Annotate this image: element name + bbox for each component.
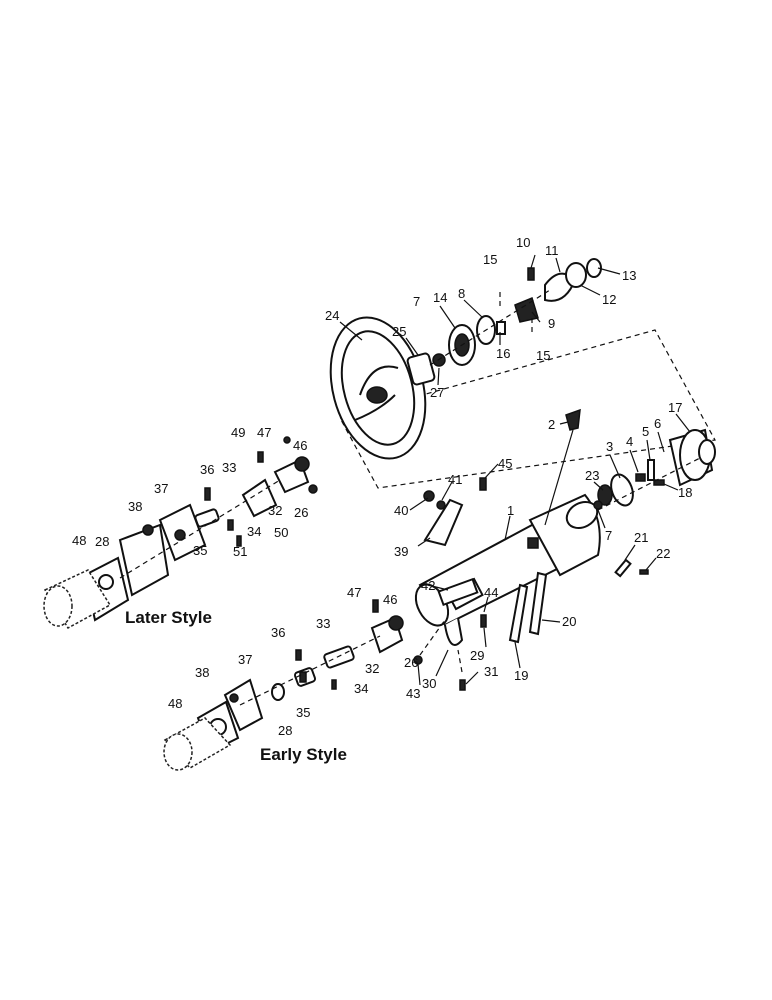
callout-42: 42: [421, 578, 435, 593]
callout-11: 11: [545, 243, 559, 258]
callout-9: 9: [548, 316, 555, 331]
callout-46a: 46: [293, 438, 307, 453]
leader-lines: [339, 254, 691, 686]
callout-7b: 7: [605, 528, 612, 543]
steering-wheel: [329, 316, 427, 460]
callout-50: 50: [274, 525, 288, 540]
callout-39: 39: [394, 544, 408, 559]
callout-36a: 36: [200, 462, 214, 477]
callout-46b: 46: [383, 592, 397, 607]
callout-2: 2: [548, 417, 555, 432]
callout-37b: 37: [238, 652, 252, 667]
callout-33a: 33: [222, 460, 236, 475]
callout-12: 12: [602, 292, 616, 307]
callout-21: 21: [634, 530, 648, 545]
callout-23: 23: [585, 468, 599, 483]
callout-29: 29: [470, 648, 484, 663]
callout-18: 18: [678, 485, 692, 500]
callout-26b: 26: [404, 655, 418, 670]
callout-51: 51: [233, 544, 247, 559]
early-style-caption: Early Style: [260, 745, 347, 764]
callout-10: 10: [516, 235, 530, 250]
callout-25: 25: [392, 324, 406, 339]
callout-45: 45: [498, 456, 512, 471]
callout-16: 16: [496, 346, 510, 361]
hub-assembly: [406, 258, 602, 386]
callout-1: 1: [507, 503, 514, 518]
callout-8: 8: [458, 286, 465, 301]
callout-43: 43: [406, 686, 420, 701]
callout-19: 19: [514, 668, 528, 683]
callout-3: 3: [606, 439, 613, 454]
callout-38b: 38: [195, 665, 209, 680]
callout-47a: 47: [257, 425, 271, 440]
callout-13: 13: [622, 268, 636, 283]
callout-32b: 32: [365, 661, 379, 676]
callout-47b: 47: [347, 585, 361, 600]
callout-37a: 37: [154, 481, 168, 496]
later-style-caption: Later Style: [125, 608, 212, 627]
callout-17: 17: [668, 400, 682, 415]
callout-34b: 34: [354, 681, 368, 696]
later-style-shaft: [43, 436, 318, 630]
callout-34a: 34: [247, 524, 261, 539]
upper-column-parts: [544, 408, 716, 526]
column-clamp: [413, 577, 487, 691]
callout-28b: 28: [278, 723, 292, 738]
callout-44: 44: [484, 585, 498, 600]
wheel-group-outline: [339, 329, 716, 489]
callout-27: 27: [430, 385, 444, 400]
callout-20: 20: [562, 614, 576, 629]
callout-28a: 28: [95, 534, 109, 549]
callout-41: 41: [448, 472, 462, 487]
callout-26a: 26: [294, 505, 308, 520]
callout-40: 40: [394, 503, 408, 518]
callout-35a: 35: [193, 543, 207, 558]
callout-15a: 15: [483, 252, 497, 267]
callout-33b: 33: [316, 616, 330, 631]
column-bracket: [423, 477, 487, 547]
callout-31: 31: [484, 664, 498, 679]
callout-36b: 36: [271, 625, 285, 640]
callout-numbers: 1 2 3 4 5 6 7 7 8 9 10 11 12 13 14 15 15…: [72, 235, 692, 738]
callout-49: 49: [231, 425, 245, 440]
early-style-shaft: [163, 599, 404, 771]
callout-14: 14: [433, 290, 447, 305]
callout-15b: 15: [536, 348, 550, 363]
callout-48a: 48: [72, 533, 86, 548]
callout-7a: 7: [413, 294, 420, 309]
steering-column-tube: [414, 493, 601, 627]
callout-6: 6: [654, 416, 661, 431]
callout-4: 4: [626, 434, 633, 449]
callout-22: 22: [656, 546, 670, 561]
callout-48b: 48: [168, 696, 182, 711]
callout-38a: 38: [128, 499, 142, 514]
callout-5: 5: [642, 424, 649, 439]
callout-32a: 32: [268, 503, 282, 518]
callout-30: 30: [422, 676, 436, 691]
callout-35b: 35: [296, 705, 310, 720]
callout-24: 24: [325, 308, 339, 323]
levers: [508, 558, 649, 644]
